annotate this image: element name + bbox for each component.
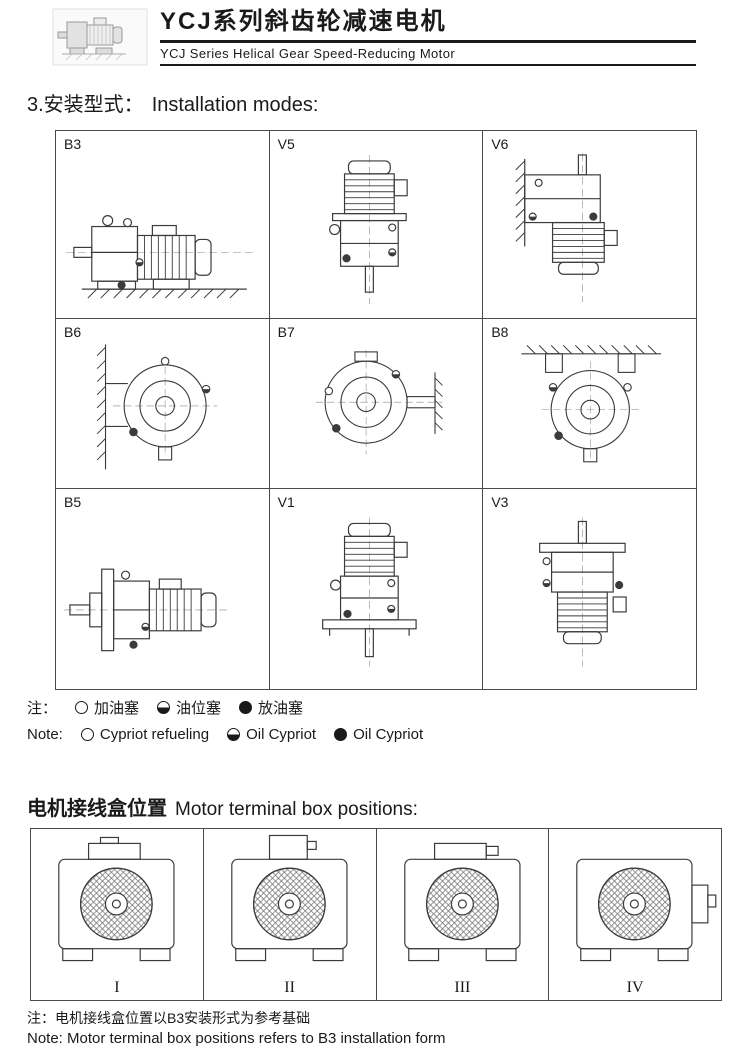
mode-cell-v3: V3 <box>483 489 697 690</box>
mode-label: V1 <box>277 494 295 510</box>
mode-b5-drawing <box>63 568 231 652</box>
mode-b3-drawing <box>65 215 255 299</box>
mode-label: B8 <box>491 324 509 340</box>
installation-heading-zh: 3.安装型式： <box>27 94 144 116</box>
open-circle-icon <box>80 728 94 741</box>
mode-label: B3 <box>64 136 82 152</box>
terminal-position-label: I <box>114 979 120 996</box>
mode-cell-v6: V6 <box>483 131 697 319</box>
mode-cell-b7: B7 <box>269 319 484 489</box>
mode-b6-drawing <box>96 344 218 470</box>
legend-label: 放油塞 <box>258 700 304 717</box>
mode-v6-drawing <box>515 152 619 303</box>
motor-logo-drawing <box>52 8 148 66</box>
header-text: YCJ系列斜齿轮减速电机 YCJ Series Helical Gear Spe… <box>160 8 696 66</box>
mode-v1-drawing <box>321 517 417 667</box>
mode-cell-b6: B6 <box>56 319 270 489</box>
terminal-note-en: Note: Motor terminal box positions refer… <box>27 1030 446 1047</box>
mode-label: V5 <box>277 136 295 152</box>
mode-label: B6 <box>64 324 82 340</box>
legend-label: 油位塞 <box>176 700 222 717</box>
mode-cell-b8: B8 <box>483 319 697 489</box>
installation-modes-table: B3 <box>55 130 697 690</box>
mode-cell-b5: B5 <box>56 489 270 690</box>
legend-row-en: Note: Cypriot refueling Oil Cypriot Oil … <box>27 721 423 748</box>
terminal-position-2-drawing <box>230 834 348 962</box>
motor-logo-icon <box>52 8 148 66</box>
legend-label: 加油塞 <box>94 700 140 717</box>
terminal-position-1-drawing <box>58 836 175 962</box>
terminal-position-label: III <box>454 979 471 996</box>
terminal-position-4-drawing <box>576 858 717 962</box>
mode-label: B5 <box>64 494 82 510</box>
terminal-note-zh: 注：电机接线盒位置以B3安装形式为参考基础 <box>27 1010 311 1026</box>
terminal-cell-2: II <box>203 829 377 1001</box>
terminal-cell-1: I <box>31 829 204 1001</box>
terminal-cell-3: III <box>376 829 550 1001</box>
terminal-heading: 电机接线盒位置 Motor terminal box positions: <box>27 792 418 821</box>
open-circle-icon <box>75 701 89 714</box>
mode-b7-drawing <box>315 350 443 455</box>
header-rule-thin <box>160 63 696 66</box>
half-filled-circle-icon <box>157 701 171 714</box>
mode-label: B7 <box>277 324 295 340</box>
half-filled-circle-icon <box>227 728 241 741</box>
terminal-cell-4: IV <box>549 829 722 1001</box>
mode-label: V6 <box>491 136 509 152</box>
terminal-positions-table: I II <box>30 828 722 1001</box>
legend-label: Oil Cypriot <box>246 726 317 743</box>
mode-cell-v5: V5 <box>269 131 484 319</box>
terminal-position-label: IV <box>626 979 644 996</box>
mode-b8-drawing <box>521 345 662 463</box>
legend: 注： 加油塞 油位塞 放油塞 Note: Cypriot refueling O… <box>27 694 423 748</box>
installation-heading-en: Installation modes: <box>151 94 319 116</box>
mode-v5-drawing <box>328 154 408 305</box>
terminal-position-3-drawing <box>403 842 521 962</box>
header-rule-thick <box>160 39 696 43</box>
legend-label: Oil Cypriot <box>353 726 424 743</box>
mode-v3-drawing <box>539 517 628 667</box>
installation-heading: 3.安装型式： Installation modes: <box>27 88 318 117</box>
legend-prefix-zh: 注： <box>27 700 58 717</box>
mode-cell-b3: B3 <box>56 131 270 319</box>
page-subtitle: YCJ Series Helical Gear Speed-Reducing M… <box>160 45 456 61</box>
header: YCJ系列斜齿轮减速电机 YCJ Series Helical Gear Spe… <box>52 8 696 66</box>
legend-prefix-en: Note: <box>27 726 63 743</box>
legend-row-zh: 注： 加油塞 油位塞 放油塞 <box>27 694 423 721</box>
terminal-heading-zh: 电机接线盒位置 <box>27 798 167 820</box>
page-title: YCJ系列斜齿轮减速电机 <box>160 8 447 35</box>
filled-circle-icon <box>239 701 253 714</box>
legend-label: Cypriot refueling <box>99 726 210 743</box>
filled-circle-icon <box>334 728 348 741</box>
terminal-heading-en: Motor terminal box positions: <box>175 799 418 820</box>
mode-label: V3 <box>491 494 509 510</box>
terminal-position-label: II <box>284 979 295 996</box>
mode-cell-v1: V1 <box>269 489 484 690</box>
